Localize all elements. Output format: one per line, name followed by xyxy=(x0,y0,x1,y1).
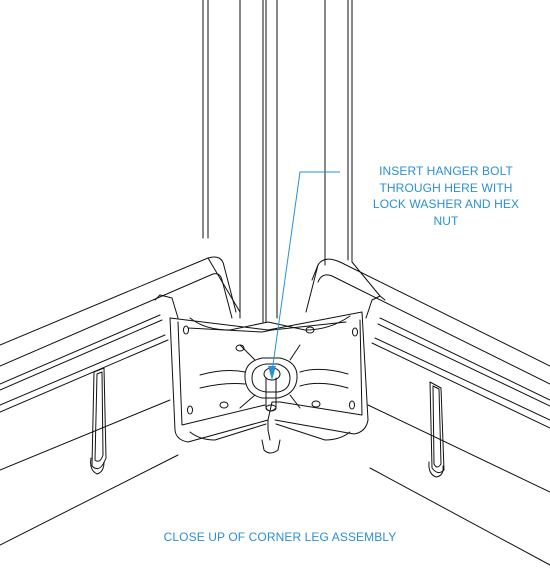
vertical-leg xyxy=(203,0,352,322)
right-rail xyxy=(306,259,550,565)
callout-line: NUT xyxy=(433,213,459,228)
right-slot xyxy=(429,382,444,477)
left-slot xyxy=(91,368,106,474)
corner-bracket xyxy=(170,312,368,453)
figure-caption: CLOSE UP OF CORNER LEG ASSEMBLY xyxy=(163,530,397,544)
callout-line: INSERT HANGER BOLT xyxy=(379,164,513,178)
callout-leader xyxy=(268,172,340,380)
left-rail xyxy=(0,257,240,545)
callout-line: THROUGH HERE WITH xyxy=(379,180,513,195)
callout-annotation: INSERT HANGER BOLT THROUGH HERE WITH LOC… xyxy=(336,163,550,229)
callout-line: LOCK WASHER AND HEX xyxy=(372,197,520,211)
